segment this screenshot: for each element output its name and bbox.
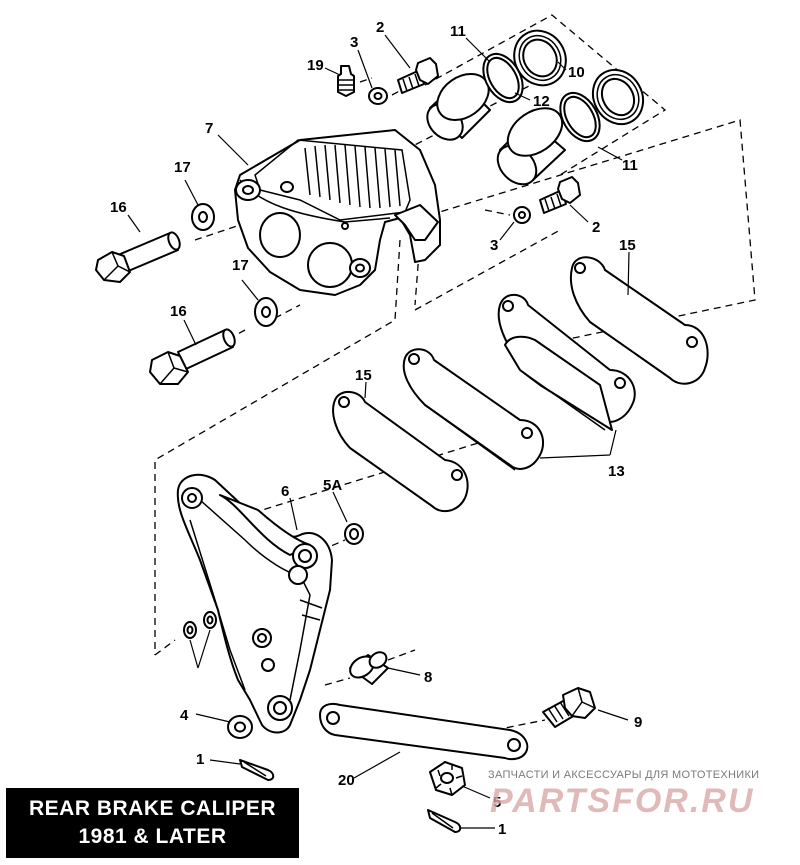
callout-15-left: 15 <box>355 367 372 384</box>
o-ring-12-upper <box>482 52 524 104</box>
bolt-16-upper <box>95 231 181 283</box>
callout-3-upper: 3 <box>350 34 358 51</box>
washer-5a <box>344 523 364 545</box>
callout-10: 10 <box>568 64 585 81</box>
shim-15-left <box>332 391 469 513</box>
cotter-pin-1-upper <box>239 759 275 781</box>
bolt-16-lower <box>149 328 236 385</box>
callout-11-lower: 11 <box>622 157 638 174</box>
bolt-9 <box>542 687 596 728</box>
piston-11-upper <box>426 73 491 141</box>
title-line-2: 1981 & LATER <box>78 825 227 848</box>
callout-2-upper: 2 <box>376 19 384 36</box>
bolt-2-lower <box>539 176 581 214</box>
spacer-4-pair <box>183 611 217 639</box>
brake-pad-13-lower <box>402 348 545 471</box>
washer-3-lower <box>513 206 531 224</box>
cotter-pin-1-lower <box>427 809 462 833</box>
callout-labels: 19 3 2 11 7 10 12 11 17 16 3 2 15 17 16 … <box>110 19 642 838</box>
watermark-logo: PARTSFOR.RU <box>490 782 754 820</box>
piston-11-lower <box>496 107 566 186</box>
seal-10-lower <box>591 68 645 126</box>
callout-8: 8 <box>424 669 432 686</box>
washer-3-upper <box>368 87 388 105</box>
callout-3-lower: 3 <box>490 237 498 254</box>
callout-9: 9 <box>634 714 642 731</box>
callout-4: 4 <box>180 707 189 724</box>
callout-16-upper: 16 <box>110 199 127 216</box>
shim-15-right <box>570 256 709 385</box>
castle-nut-5 <box>429 761 466 796</box>
diagram-title-box: REAR BRAKE CALIPER 1981 & LATER <box>6 788 299 858</box>
callout-19: 19 <box>307 57 324 74</box>
watermark-tagline: ЗАПЧАСТИ И АКСЕССУАРЫ ДЛЯ МОТОТЕХНИКИ <box>488 769 759 781</box>
brake-pad-13-upper <box>497 293 636 431</box>
bleeder-screw-19 <box>337 65 355 97</box>
bolt-2-upper <box>397 57 439 94</box>
lock-washer-17-upper <box>191 203 215 231</box>
callout-17-upper: 17 <box>174 159 191 176</box>
callout-2-lower: 2 <box>592 219 600 236</box>
callout-5: 5 <box>493 794 501 811</box>
callout-5a: 5A <box>323 477 342 494</box>
callout-1-lower: 1 <box>498 821 506 838</box>
title-line-1: REAR BRAKE CALIPER <box>28 797 276 820</box>
washer-4 <box>227 715 253 739</box>
callout-11-upper: 11 <box>450 23 466 40</box>
callout-6: 6 <box>281 483 289 500</box>
lock-washer-17-lower <box>254 297 278 327</box>
assembly-guide-lines <box>154 14 756 731</box>
callout-17-lower: 17 <box>232 257 249 274</box>
callout-7: 7 <box>205 120 213 137</box>
callout-16-lower: 16 <box>170 303 187 320</box>
seal-10-upper <box>513 29 567 87</box>
pivot-pin-8 <box>349 651 389 685</box>
callout-12: 12 <box>533 93 550 110</box>
o-ring-12-lower <box>559 91 601 143</box>
watermark: ЗАПЧАСТИ И АКСЕССУАРЫ ДЛЯ МОТОТЕХНИКИ PA… <box>488 769 759 820</box>
callout-1-upper: 1 <box>196 751 204 768</box>
callout-15-right: 15 <box>619 237 636 254</box>
mounting-bracket-6 <box>176 473 333 734</box>
callout-20: 20 <box>338 772 355 789</box>
callout-leader-lines <box>127 34 630 829</box>
callout-13: 13 <box>608 463 625 480</box>
caliper-body-7 <box>234 129 441 296</box>
stabilizer-link-20 <box>319 702 529 761</box>
